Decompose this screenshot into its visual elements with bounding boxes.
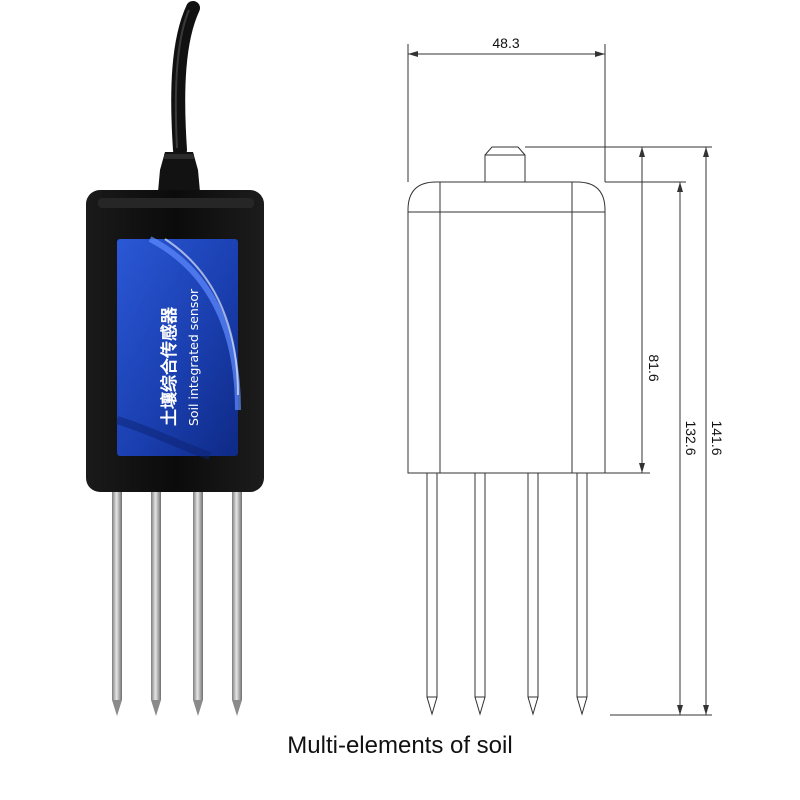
- body-height-dimension: [639, 147, 645, 473]
- technical-drawing: [407, 44, 712, 716]
- sensor-photo: 土壤综合传感器 Soil integrated sensor: [86, 1, 264, 716]
- drawing-body-outline: [407, 181, 606, 474]
- drawing-cap: [484, 146, 526, 182]
- label-chinese-text: 土壤综合传感器: [159, 306, 180, 426]
- sensor-label: 土壤综合传感器 Soil integrated sensor: [115, 236, 241, 460]
- width-dimension: [407, 44, 606, 182]
- label-english-text: Soil integrated sensor: [186, 288, 201, 426]
- width-dimension-label: 48.3: [492, 35, 519, 51]
- cable-gland: [158, 152, 200, 192]
- sensor-cable: [171, 1, 200, 157]
- body-height-label: 81.6: [646, 354, 662, 381]
- caption: Multi-elements of soil: [287, 732, 513, 759]
- mid-height-dimension: [677, 182, 683, 715]
- total-height-dimension: [703, 147, 709, 715]
- mid-height-label: 132.6: [683, 420, 699, 455]
- total-height-label: 141.6: [709, 420, 725, 455]
- sensor-probes: [112, 490, 242, 716]
- drawing-probes: [426, 473, 588, 716]
